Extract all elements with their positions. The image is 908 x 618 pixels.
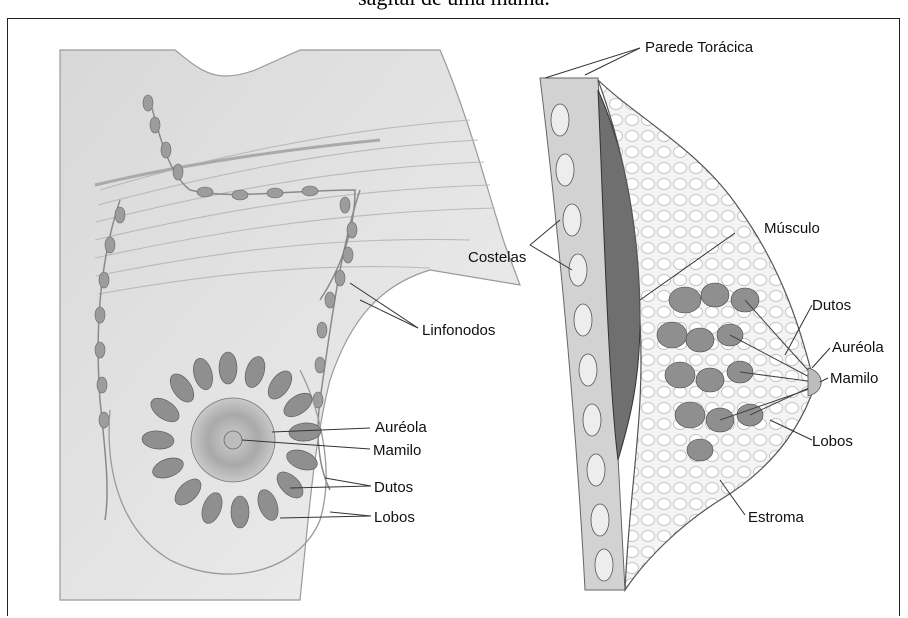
label-mamilo-left: Mamilo: [373, 442, 421, 459]
nipple-frontal: [224, 431, 242, 449]
label-musculo: Músculo: [764, 220, 820, 237]
label-aureola-left: Auréola: [375, 419, 427, 436]
label-parede-toracica: Parede Torácica: [645, 39, 754, 56]
label-linfonodos: Linfonodos: [422, 322, 495, 339]
label-lobos-left: Lobos: [374, 509, 415, 526]
label-lobos-right: Lobos: [812, 433, 853, 450]
label-mamilo-right: Mamilo: [830, 370, 878, 387]
label-dutos-left: Dutos: [374, 479, 413, 496]
label-dutos-right: Dutos: [812, 297, 851, 314]
label-aureola-right: Auréola: [832, 339, 884, 356]
label-costelas: Costelas: [468, 249, 526, 266]
label-estroma: Estroma: [748, 509, 805, 526]
nipple-sagittal: [808, 368, 821, 396]
